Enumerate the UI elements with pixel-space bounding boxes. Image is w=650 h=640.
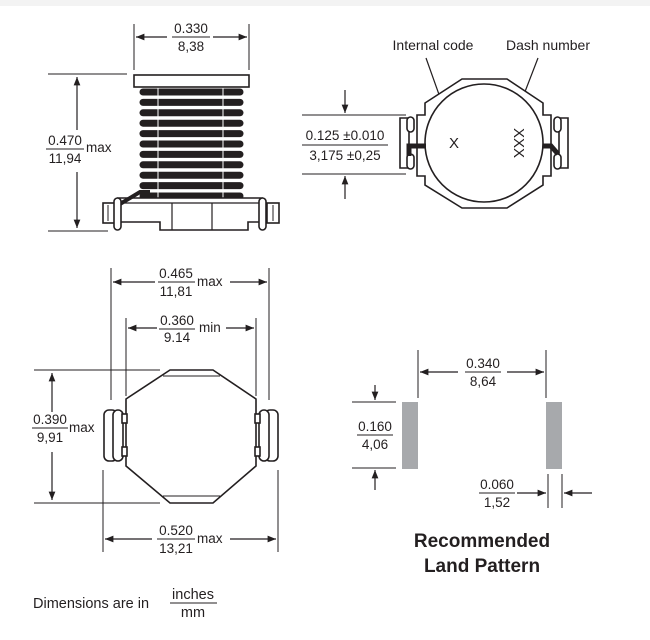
terminal-clip bbox=[553, 116, 562, 133]
coil-lead bbox=[118, 190, 150, 206]
top-view: Internal code Dash number X XXX 0.125 ±0… bbox=[302, 37, 590, 209]
terminal-tab bbox=[121, 413, 128, 424]
land-pattern-title-line2: Land Pattern bbox=[424, 556, 540, 577]
land-pattern-title-line1: Recommended bbox=[414, 531, 550, 552]
coil-winding bbox=[139, 88, 244, 200]
terminal-clip bbox=[406, 116, 415, 133]
coil-lead bbox=[543, 143, 560, 156]
terminal-tab bbox=[121, 446, 128, 457]
footnote-text: Dimensions are in bbox=[33, 596, 149, 612]
dash-number-mark: XXX bbox=[510, 128, 527, 158]
height-qualifier: max bbox=[86, 140, 112, 155]
top-bar bbox=[0, 0, 650, 6]
terminal-clip bbox=[406, 153, 415, 170]
terminal-right-inner bbox=[258, 409, 270, 462]
side-view: 0.330 8,38 0.470 11,94 max bbox=[46, 21, 280, 232]
callout-dash-number: Dash number bbox=[506, 37, 590, 53]
land-pad-left bbox=[402, 402, 418, 469]
internal-code-mark: X bbox=[449, 135, 459, 152]
coil-lead bbox=[406, 143, 426, 156]
terminal-width-mm: 13,21 bbox=[159, 541, 193, 556]
width-mm: 8,38 bbox=[178, 39, 204, 54]
terminal-clip-right bbox=[258, 197, 267, 231]
height-inches: 0.390 bbox=[33, 412, 67, 427]
spacing-inches: 0.340 bbox=[466, 356, 500, 371]
callout-internal-code: Internal code bbox=[393, 37, 474, 53]
pad-height-inches: 0.160 bbox=[358, 419, 392, 434]
pad-width-mm: 1,52 bbox=[484, 495, 510, 510]
core-cap bbox=[133, 74, 250, 88]
overall-width-qualifier: max bbox=[197, 274, 223, 289]
inner-width-mm: 9.14 bbox=[164, 330, 191, 345]
footnote-unit-mm: mm bbox=[181, 605, 205, 621]
terminal-clip-left bbox=[113, 197, 122, 231]
terminal-tab bbox=[254, 446, 261, 457]
pad-width-inches: 0.060 bbox=[480, 477, 514, 492]
inner-width-inches: 0.360 bbox=[160, 313, 194, 328]
terminal-tab bbox=[254, 413, 261, 424]
terminal-mm: 3,175 ±0,25 bbox=[309, 148, 380, 163]
terminal-width-inches: 0.520 bbox=[159, 523, 193, 538]
height-mm: 11,94 bbox=[49, 151, 82, 166]
units-footnote: Dimensions are in inches mm bbox=[33, 587, 217, 621]
pad-height-mm: 4,06 bbox=[362, 437, 388, 452]
overall-width-mm: 11,81 bbox=[160, 284, 193, 299]
terminal-clip bbox=[553, 153, 562, 170]
terminal-left-inner bbox=[112, 409, 124, 462]
terminal-inches: 0.125 ±0.010 bbox=[306, 128, 385, 143]
overall-width-inches: 0.465 bbox=[159, 266, 193, 281]
spacing-mm: 8,64 bbox=[470, 374, 497, 389]
height-inches: 0.470 bbox=[48, 133, 82, 148]
land-pattern: 0.340 8,64 0.160 4,06 0.060 1,52 Recomme… bbox=[352, 350, 592, 577]
terminal-width-qualifier: max bbox=[197, 531, 223, 546]
core-circle bbox=[424, 83, 544, 203]
height-mm: 9,91 bbox=[37, 430, 63, 445]
bottom-view: 0.465 11,81 max 0.360 9.14 min 0.390 bbox=[32, 266, 279, 556]
octagon-body bbox=[125, 369, 257, 504]
inner-width-qualifier: min bbox=[199, 320, 221, 335]
width-inches: 0.330 bbox=[174, 21, 208, 36]
footnote-unit-inches: inches bbox=[172, 587, 214, 603]
height-qualifier: max bbox=[69, 420, 95, 435]
land-pad-right bbox=[546, 402, 562, 469]
